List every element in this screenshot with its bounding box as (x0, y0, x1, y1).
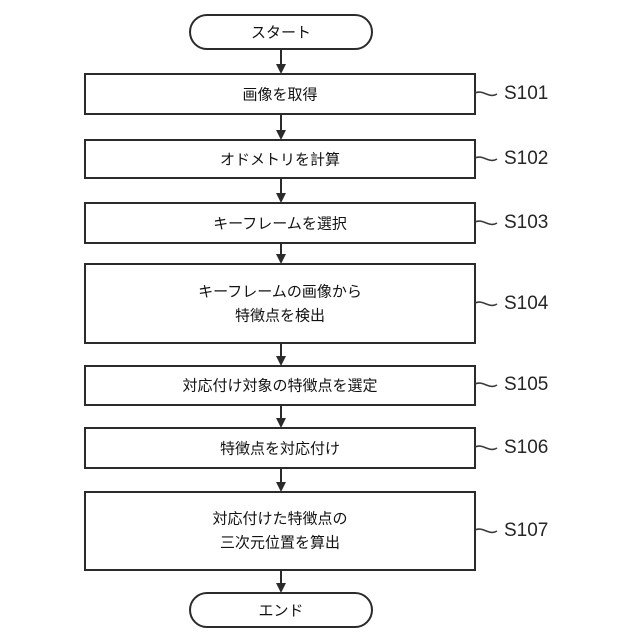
end-node-label: エンド (258, 602, 303, 620)
process-node-s107: 対応付けた特徴点の 三次元位置を算出 S107 (84, 491, 548, 571)
process-node-s104-shape (84, 263, 476, 344)
step-label-s101: S101 (504, 83, 548, 104)
step-label-s105: S105 (504, 374, 548, 395)
connector-s106-to-s107 (276, 468, 286, 492)
process-node-s102-line1: オドメトリを計算 (220, 151, 340, 169)
leader-line-s102 (474, 156, 498, 162)
process-node-s105-line1: 対応付け対象の特徴点を選定 (182, 377, 377, 395)
leader-line-s103 (474, 220, 498, 226)
connector-s103-to-s104 (276, 243, 286, 264)
start-node-label: スタート (251, 24, 311, 42)
arrow-head-icon (276, 130, 286, 140)
arrow-head-icon (276, 583, 286, 593)
leader-line-s101 (474, 91, 498, 97)
process-node-s104-line2: 特徴点を検出 (235, 307, 325, 325)
connector-s102-to-s103 (276, 178, 286, 203)
leader-line-s105 (474, 382, 498, 388)
process-node-s103: キーフレームを選択 S103 (84, 202, 548, 244)
process-node-s104-line1: キーフレームの画像から (198, 283, 362, 301)
process-node-s103-shape (84, 202, 476, 244)
leader-line-s107 (474, 528, 498, 534)
end-node: エンド (189, 592, 373, 628)
arrow-head-icon (276, 254, 286, 264)
leader-line-s106 (474, 445, 498, 451)
arrow-head-icon (276, 418, 286, 428)
arrow-head-icon (276, 193, 286, 203)
process-node-s107-shape (84, 491, 476, 571)
leader-line-s104 (474, 301, 498, 307)
process-node-s107-line2: 三次元位置を算出 (220, 534, 340, 552)
start-node: スタート (189, 14, 373, 50)
connector-start-to-s101 (276, 49, 286, 74)
arrow-head-icon (276, 64, 286, 74)
process-node-s107-line1: 対応付けた特徴点の (212, 510, 347, 528)
end-node-shape (189, 592, 373, 628)
connector-s105-to-s106 (276, 405, 286, 428)
process-node-s105-shape (84, 365, 476, 406)
step-label-s107: S107 (504, 520, 548, 541)
process-node-s101: 画像を取得 S101 (84, 73, 548, 115)
arrow-head-icon (276, 482, 286, 492)
process-node-s104: キーフレームの画像から 特徴点を検出 S104 (84, 263, 549, 344)
process-node-s106-line1: 特徴点を対応付け (220, 440, 340, 458)
process-node-s103-line1: キーフレームを選択 (213, 215, 347, 233)
connector-s104-to-s105 (276, 343, 286, 366)
arrow-head-icon (276, 356, 286, 366)
process-node-s106: 特徴点を対応付け S106 (84, 427, 548, 469)
process-node-s101-shape (84, 73, 476, 115)
process-node-s105: 対応付け対象の特徴点を選定 S105 (84, 365, 548, 406)
connector-s101-to-s102 (276, 114, 286, 140)
process-node-s101-line1: 画像を取得 (242, 86, 317, 104)
step-label-s104: S104 (504, 293, 549, 314)
connector-s107-to-end (276, 570, 286, 593)
step-label-s103: S103 (504, 212, 548, 233)
step-label-s102: S102 (504, 148, 548, 169)
step-label-s106: S106 (504, 437, 548, 458)
process-node-s102: オドメトリを計算 S102 (84, 139, 548, 179)
